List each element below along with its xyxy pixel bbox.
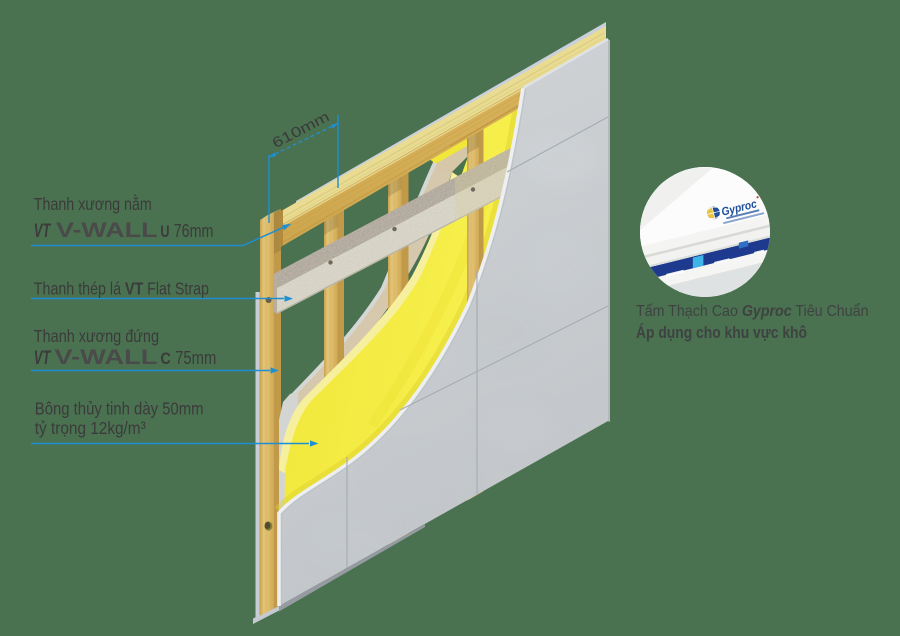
svg-text:76mm: 76mm bbox=[174, 220, 214, 241]
svg-text:Bông thủy tinh dày 50mm: Bông thủy tinh dày 50mm bbox=[35, 399, 204, 419]
svg-text:Thanh xương nằm: Thanh xương nằm bbox=[34, 193, 152, 214]
svg-text:tỷ trọng 12kg/m³: tỷ trọng 12kg/m³ bbox=[35, 418, 146, 438]
svg-text:V-WALL: V-WALL bbox=[56, 219, 158, 242]
svg-text:Tấm Thạch Cao Gyproc Tiêu Chuẩ: Tấm Thạch Cao Gyproc Tiêu Chuẩn bbox=[636, 302, 869, 320]
svg-text:Thanh xương đứng: Thanh xương đứng bbox=[34, 326, 159, 346]
svg-text:75mm: 75mm bbox=[175, 347, 216, 368]
svg-text:VT: VT bbox=[34, 347, 52, 369]
svg-text:Thanh thép lá VT Flat Strap: Thanh thép lá VT Flat Strap bbox=[34, 279, 209, 299]
svg-text:C: C bbox=[160, 349, 170, 368]
svg-text:VT: VT bbox=[34, 220, 52, 242]
svg-text:U: U bbox=[160, 222, 169, 241]
svg-text:Áp dụng cho khu vực khô: Áp dụng cho khu vực khô bbox=[636, 323, 807, 342]
svg-text:V-WALL: V-WALL bbox=[54, 346, 157, 369]
